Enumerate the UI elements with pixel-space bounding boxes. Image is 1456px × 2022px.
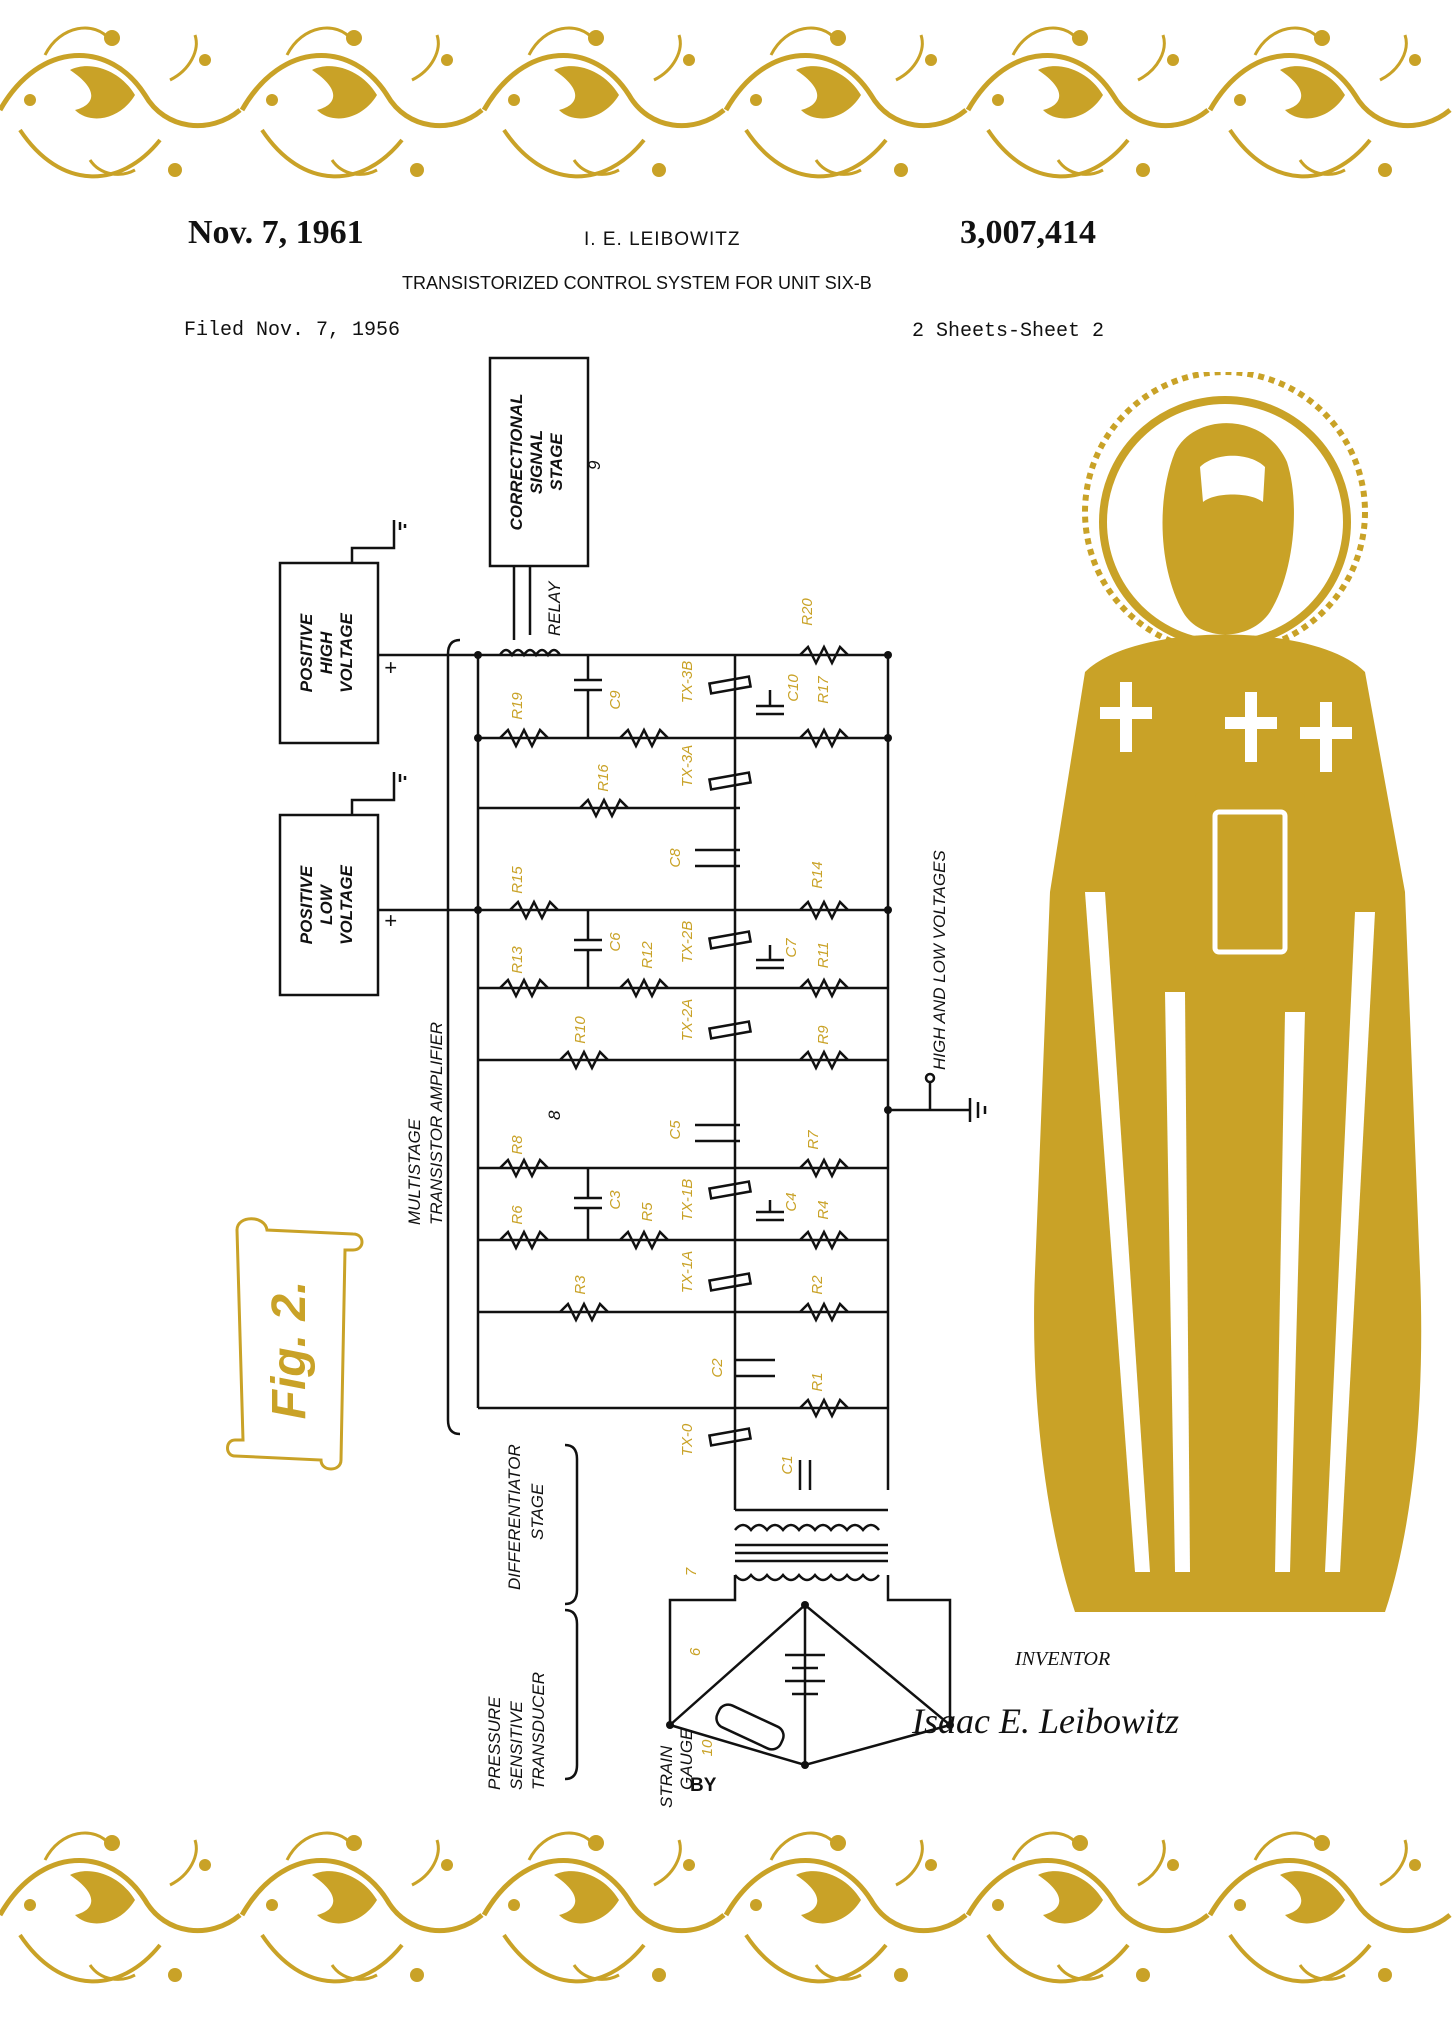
by-label: BY xyxy=(690,1775,717,1796)
low-voltage-block xyxy=(278,813,380,997)
ref-8: 8 xyxy=(545,1110,564,1120)
label-R4: R4 xyxy=(815,1200,832,1219)
pressure-line-2: SENSITIVE xyxy=(507,1701,526,1790)
high-voltage-line-1: POSITIVE xyxy=(297,613,316,692)
plus-high: + xyxy=(384,655,397,680)
figure-label: Fig. 2. xyxy=(263,1281,316,1420)
patent-number: 3,007,414 xyxy=(960,214,1096,251)
label-C6: C6 xyxy=(607,932,624,952)
ref-9: 9 xyxy=(585,460,604,470)
label-C4: C4 xyxy=(783,1192,800,1211)
label-R19: R19 xyxy=(509,692,526,720)
filed-date: Filed Nov. 7, 1956 xyxy=(184,319,401,342)
high-voltage-block xyxy=(278,561,380,745)
inventor-label: INVENTOR xyxy=(1015,1648,1111,1670)
label-TX2A: TX-2A xyxy=(679,999,696,1042)
correctional-line-1: CORRECTIONAL xyxy=(507,394,526,531)
label-R13: R13 xyxy=(509,946,526,974)
multistage-line-1: MULTISTAGE xyxy=(405,1118,424,1225)
label-R20: R20 xyxy=(799,598,816,626)
label-R17: R17 xyxy=(815,676,832,704)
label-TX3B: TX-3B xyxy=(679,661,696,704)
pressure-line-3: TRANSDUCER xyxy=(529,1672,548,1790)
label-C5: C5 xyxy=(667,1120,684,1140)
label-TX3A: TX-3A xyxy=(679,745,696,788)
label-R5: R5 xyxy=(639,1202,656,1222)
figure-scroll: Fig. 2. xyxy=(226,1217,364,1471)
label-C7: C7 xyxy=(783,938,800,958)
label-ref-7: 7 xyxy=(683,1567,700,1576)
label-R6: R6 xyxy=(509,1205,526,1225)
label-R8: R8 xyxy=(509,1135,526,1155)
low-voltage-line-2: LOW xyxy=(317,883,336,925)
label-TX2B: TX-2B xyxy=(679,921,696,964)
label-R1: R1 xyxy=(809,1372,826,1391)
differentiator-line-1: DIFFERENTIATOR xyxy=(505,1444,524,1590)
patent-title: TRANSISTORIZED CONTROL SYSTEM FOR UNIT S… xyxy=(402,273,872,293)
strain-line-1: STRAIN xyxy=(657,1745,676,1808)
correctional-stage-block xyxy=(488,356,590,568)
multistage-line-2: TRANSISTOR AMPLIFIER xyxy=(427,1022,446,1225)
low-voltage-line-3: VOLTAGE xyxy=(337,865,356,945)
strain-line-2: GAUGE xyxy=(677,1728,696,1790)
label-C3: C3 xyxy=(607,1190,624,1210)
high-voltage-line-2: HIGH xyxy=(317,631,336,674)
label-R11: R11 xyxy=(815,942,832,968)
label-R7: R7 xyxy=(805,1130,822,1150)
label-R2: R2 xyxy=(809,1275,826,1295)
differentiator-line-2: STAGE xyxy=(528,1483,547,1540)
label-R14: R14 xyxy=(809,861,826,889)
inventor-name-header: I. E. LEIBOWITZ xyxy=(584,229,741,250)
sheet-count: 2 Sheets-Sheet 2 xyxy=(912,320,1105,343)
label-C2: C2 xyxy=(709,1358,726,1378)
label-C8: C8 xyxy=(667,848,684,868)
label-R9: R9 xyxy=(815,1025,832,1045)
label-C10: C10 xyxy=(785,674,802,702)
label-TX1A: TX-1A xyxy=(679,1251,696,1294)
label-R10: R10 xyxy=(572,1016,589,1044)
correctional-line-3: STAGE xyxy=(547,433,566,491)
high-low-voltages-label: HIGH AND LOW VOLTAGES xyxy=(930,850,949,1070)
label-ref-6: 6 xyxy=(687,1647,704,1656)
label-ref-10: 10 xyxy=(699,1739,716,1756)
relay-label: RELAY xyxy=(545,580,564,636)
correctional-line-2: SIGNAL xyxy=(527,430,546,494)
label-C9: C9 xyxy=(607,690,624,710)
plus-low: + xyxy=(384,908,397,933)
label-C1: C1 xyxy=(779,1455,796,1474)
high-voltage-line-3: VOLTAGE xyxy=(337,613,356,693)
label-TX1B: TX-1B xyxy=(679,1179,696,1222)
saint-figure-illustration xyxy=(1034,372,1422,1612)
inventor-signature: Isaac E. Leibowitz xyxy=(912,1701,1179,1741)
low-voltage-line-1: POSITIVE xyxy=(297,865,316,944)
patent-date: Nov. 7, 1961 xyxy=(188,214,364,251)
label-R3: R3 xyxy=(572,1275,589,1295)
label-TX0: TX-0 xyxy=(679,1423,696,1456)
label-R16: R16 xyxy=(595,764,612,792)
label-R15: R15 xyxy=(509,866,526,894)
pressure-line-1: PRESSURE xyxy=(485,1696,504,1790)
label-R12: R12 xyxy=(639,941,656,969)
